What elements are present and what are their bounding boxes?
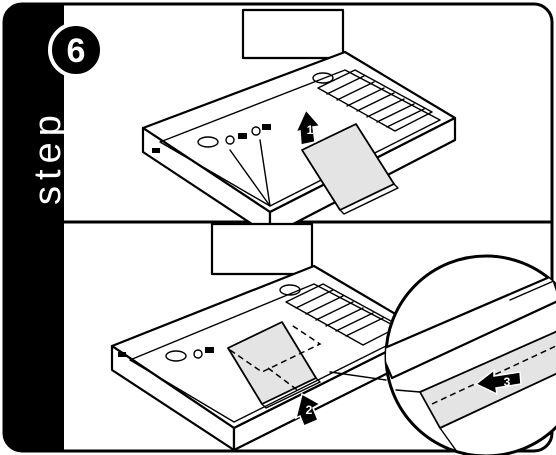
- chimney-bottom: [212, 224, 312, 274]
- chimney-top: [243, 10, 343, 58]
- hood-badge: [118, 352, 126, 357]
- arrow-1-label: 1: [307, 123, 314, 137]
- step-label: step: [27, 109, 69, 205]
- step-sidebar: [4, 4, 64, 451]
- step-number: 6: [67, 32, 86, 70]
- arrow-2-label: 2: [306, 403, 313, 417]
- step-number-badge: 6: [50, 24, 102, 76]
- arrow-3-label: 3: [504, 375, 511, 389]
- hood-badge: [152, 148, 160, 153]
